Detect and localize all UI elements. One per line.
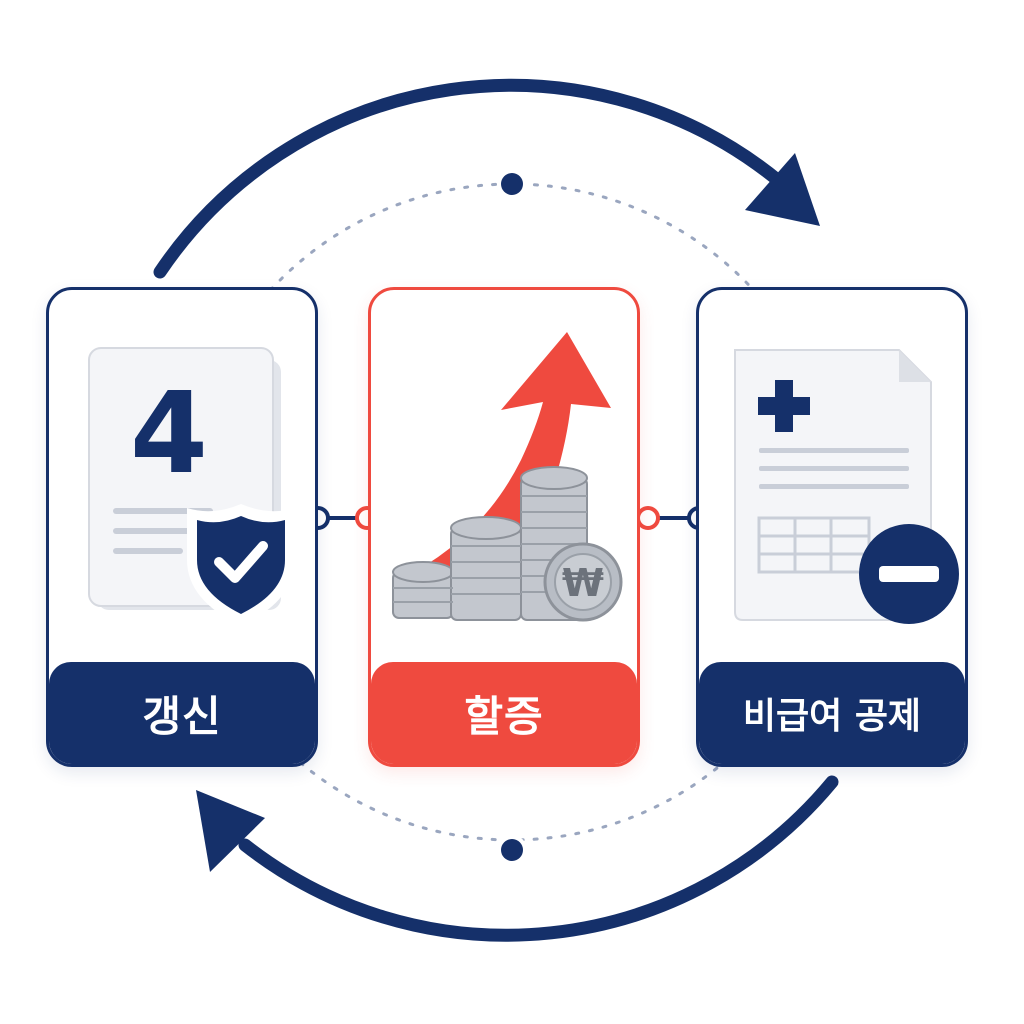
top-cycle-arrow: [153, 78, 787, 279]
top-node-dot: [501, 173, 523, 195]
step-label: 갱신: [49, 662, 315, 764]
step-card-deduction: 비급여 공제: [696, 287, 968, 767]
step-label: 할증: [371, 662, 637, 764]
renewal-document-shield-icon: 4: [88, 347, 295, 626]
rising-arrow-coins-icon: ₩: [392, 332, 623, 622]
medical-document-minus-icon: [734, 349, 959, 624]
won-coin-symbol: ₩: [562, 561, 604, 605]
bottom-node-dot: [501, 839, 523, 861]
bottom-arrowhead-icon: [196, 790, 265, 872]
step-card-renewal: 4 갱신: [46, 287, 318, 767]
top-arrowhead-icon: [745, 153, 820, 226]
renewal-digit: 4: [130, 369, 208, 499]
connector-node: [636, 506, 660, 530]
step-card-surcharge: ₩ 할증: [368, 287, 640, 767]
step-label: 비급여 공제: [699, 662, 965, 764]
bottom-cycle-arrow: [238, 775, 839, 942]
